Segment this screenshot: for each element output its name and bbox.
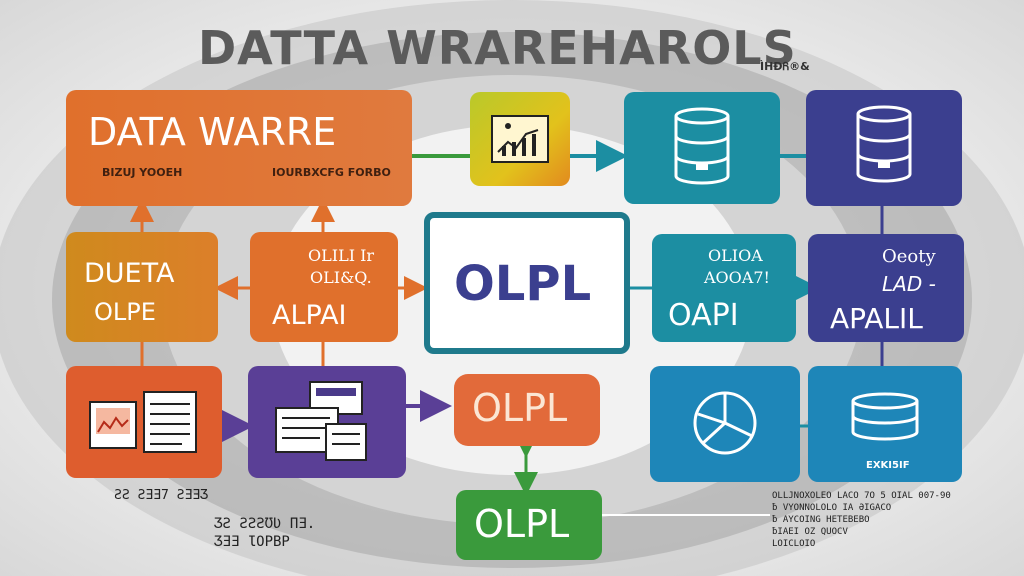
node-olpl-green[interactable]: OLPL bbox=[456, 490, 602, 560]
node-documents[interactable] bbox=[66, 366, 222, 478]
node-forms[interactable] bbox=[248, 366, 406, 478]
page-title: DATTA WRAREHAROLS bbox=[198, 21, 797, 75]
node-oapi-small2: AOOA7! bbox=[704, 268, 770, 287]
node-database-1[interactable] bbox=[624, 92, 780, 204]
node-dueta-line1: DUETA bbox=[84, 258, 175, 289]
node-data-warre-title: DATA WARRE bbox=[88, 110, 337, 154]
node-database-2[interactable] bbox=[806, 90, 962, 206]
database-icon bbox=[851, 392, 919, 441]
node-apalil[interactable]: Oeoty LAD - APALIL bbox=[808, 234, 964, 342]
node-olpl-orange-label: OLPL bbox=[472, 386, 568, 430]
node-dueta-olpe[interactable]: DUETA OLPE bbox=[66, 232, 218, 342]
note-line: ƀ AYCOING HETEBEBO bbox=[772, 515, 870, 525]
note-line: ƀIAEI OZ QUOCV bbox=[772, 527, 848, 537]
note-line: ƀ VYONNOLOLO IA ƏIGACO bbox=[772, 503, 892, 513]
node-data-warre-sub-left: BIZUJ YOOEH bbox=[102, 166, 183, 179]
page-subtitle: ÌHÐᏲ®& bbox=[760, 60, 810, 73]
note-bottom-left-2: ƷƧ ƧƧƧƱƲ ΠƎ. bbox=[214, 516, 316, 532]
node-olpl-center[interactable]: OLPL bbox=[424, 212, 630, 354]
node-alpai[interactable]: OLILI Ir OLI&Q. ALPAI bbox=[250, 232, 398, 342]
note-line: LOICLOIO bbox=[772, 539, 816, 549]
node-dueta-line2: OLPE bbox=[94, 298, 156, 326]
note-bottom-left-1: ƧƧ ƧƎƎ7 ƧƎƎƷ bbox=[114, 488, 208, 503]
node-chart[interactable] bbox=[470, 92, 570, 186]
node-alpai-small2: OLI&Q. bbox=[310, 268, 372, 287]
node-apalil-small2: LAD - bbox=[882, 272, 936, 296]
note-bottom-right: OLLJNOXOLEO LACO 7O 5 OIAL 007-90 ƀ VYON… bbox=[772, 490, 1012, 550]
node-database-4[interactable]: EXKI5IF bbox=[808, 366, 962, 482]
database-icon bbox=[856, 105, 912, 183]
forms-icon bbox=[275, 381, 367, 461]
line-chart-icon bbox=[491, 115, 549, 163]
node-apalil-small1: Oeoty bbox=[882, 246, 936, 267]
node-olpl-center-label: OLPL bbox=[454, 256, 592, 312]
node-oapi[interactable]: OLIOA AOOA7! OAPI bbox=[652, 234, 796, 342]
node-data-warre[interactable]: DATA WARRE BIZUJ YOOEH IOURBXCFG FORBO bbox=[66, 90, 412, 206]
node-apalil-main: APALIL bbox=[830, 302, 923, 335]
node-pie-chart[interactable] bbox=[650, 366, 800, 482]
node-alpai-small1: OLILI Ir bbox=[308, 246, 375, 265]
pie-chart-icon bbox=[693, 391, 757, 455]
database-icon bbox=[674, 107, 730, 185]
note-bottom-left-3: ƷƎƎ ƖOPBP bbox=[214, 534, 290, 550]
node-alpai-main: ALPAI bbox=[272, 300, 347, 331]
node-olpl-orange[interactable]: OLPL bbox=[454, 374, 600, 446]
documents-icon bbox=[89, 391, 197, 453]
note-line: OLLJNOXOLEO LACO 7O 5 OIAL 007-90 bbox=[772, 491, 951, 501]
node-olpl-green-label: OLPL bbox=[474, 502, 570, 546]
node-oapi-small1: OLIOA bbox=[708, 246, 763, 265]
node-data-warre-sub-right: IOURBXCFG FORBO bbox=[272, 166, 391, 179]
node-oapi-main: OAPI bbox=[668, 298, 739, 333]
node-database-4-label: EXKI5IF bbox=[866, 460, 910, 471]
